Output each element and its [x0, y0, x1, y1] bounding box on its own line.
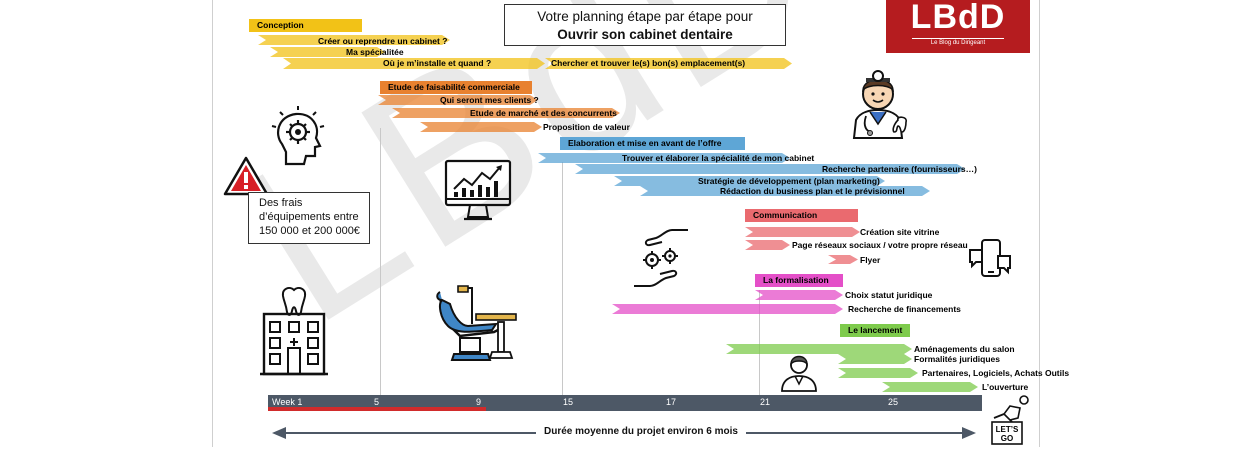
task-label: Créer ou reprendre un cabinet ? [318, 36, 448, 46]
tick-week-1: Week 1 [272, 397, 303, 407]
businesswoman-icon [781, 355, 817, 392]
phase-header-communication: Communication [745, 209, 858, 222]
task-label: Etude de marché et des concurrents [470, 108, 617, 118]
task-arrow [828, 255, 858, 264]
tick-week-25: 25 [888, 397, 899, 407]
phase-header-elaboration: Elaboration et mise en avant de l’offre [560, 137, 745, 150]
dental-chair-icon [436, 285, 517, 361]
note-line-1: Des frais [259, 197, 303, 209]
task-arrow [612, 304, 843, 314]
phase-header-faisabilite: Etude de faisabilité commerciale [380, 81, 532, 94]
task-label: Chercher et trouver le(s) bon(s) emplace… [551, 58, 746, 68]
task-arrow [838, 368, 918, 378]
dentist-icon [852, 70, 907, 139]
note-line-2: d’équipements entre [259, 211, 359, 223]
task-label: Formalités juridiques [914, 354, 1000, 364]
task-arrow [545, 58, 792, 69]
phase-header-lancement: Le lancement [840, 324, 910, 337]
tick-week-17: 17 [666, 397, 677, 407]
lets-go-line-1: LET’S [996, 425, 1019, 434]
title-line-1: Votre planning étape par étape pour [537, 9, 753, 24]
logo-text: LBdD [910, 0, 1006, 36]
duration-label: Durée moyenne du projet environ 6 mois [536, 426, 746, 437]
brain-gear-icon [271, 106, 325, 166]
dental-clinic-icon [260, 287, 328, 376]
task-label: Qui seront mes clients ? [440, 95, 539, 105]
arrow-right-icon [962, 427, 976, 439]
lbdd-logo: LBdD Le Blog du Dirigeant [886, 0, 1030, 53]
tick-week-21: 21 [760, 397, 771, 407]
note-line-3: 150 000 et 200 000€ [259, 225, 360, 237]
task-arrow [392, 108, 620, 118]
task-arrow [258, 35, 450, 45]
task-label: Où je m’installe et quand ? [383, 58, 492, 68]
phase-header-conception: Conception [249, 19, 362, 32]
task-arrow [726, 344, 912, 354]
monitor-chart-icon [444, 159, 512, 221]
warning-icon [223, 156, 269, 196]
task-label: Page réseaux sociaux / votre propre rése… [792, 240, 968, 250]
task-arrow [538, 153, 790, 163]
task-label: Recherche de financements [848, 304, 961, 314]
lets-go-icon: LET’S GO [991, 395, 1029, 445]
phone-chat-icon [969, 239, 1011, 277]
task-label: Trouver et élaborer la spécialité de mon… [622, 153, 815, 163]
arrow-left-icon [272, 427, 286, 439]
task-arrow [640, 186, 930, 196]
task-label: Rédaction du business plan et le prévisi… [720, 186, 905, 196]
task-label: Aménagements du salon [914, 344, 1015, 354]
equipment-cost-note: Des frais d’équipements entre 150 000 et… [248, 192, 370, 244]
task-label: Proposition de valeur [543, 122, 630, 132]
task-arrow [270, 47, 385, 57]
task-arrow [745, 227, 860, 237]
week-21-guide [759, 290, 760, 395]
task-arrow [283, 58, 545, 69]
phase-header-formalisation: La formalisation [755, 274, 843, 287]
task-label: Flyer [860, 255, 881, 265]
task-arrow [378, 95, 538, 105]
task-label: Ma spécialitée [346, 47, 404, 57]
task-label: Création site vitrine [860, 227, 940, 237]
tick-week-5: 5 [374, 397, 380, 407]
task-arrow [755, 290, 843, 300]
tick-week-9: 9 [476, 397, 482, 407]
task-label: Choix statut juridique [845, 290, 933, 300]
hand-gears-icon [634, 229, 688, 287]
task-arrow [838, 354, 912, 364]
lets-go-line-2: GO [1001, 434, 1013, 443]
week-15-guide [562, 162, 563, 395]
task-arrow [745, 240, 790, 250]
task-arrow [882, 382, 978, 392]
title-line-2: Ouvrir son cabinet dentaire [557, 27, 733, 42]
task-label: L’ouverture [982, 382, 1029, 392]
timeline-elapsed-marker [268, 407, 486, 411]
tick-week-15: 15 [563, 397, 574, 407]
title-box: Votre planning étape par étape pour Ouvr… [504, 4, 786, 46]
task-arrow [420, 122, 542, 132]
task-label: Partenaires, Logiciels, Achats Outils [922, 368, 1070, 378]
task-label: Recherche partenaire (fournisseurs…) [822, 164, 977, 174]
content-frame [212, 0, 1040, 447]
task-arrow [575, 164, 965, 174]
task-label: Stratégie de développement (plan marketi… [698, 176, 880, 186]
task-arrow [614, 176, 885, 186]
logo-subtitle: Le Blog du Dirigeant [912, 38, 1004, 46]
week-5-guide [380, 128, 381, 395]
